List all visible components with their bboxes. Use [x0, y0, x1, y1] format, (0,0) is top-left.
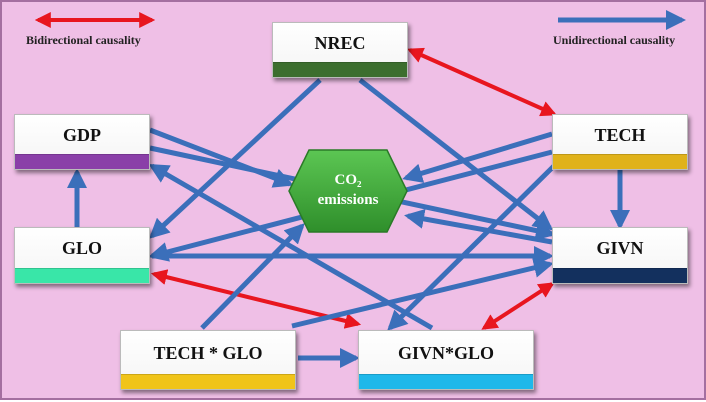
node-givn-glo: GIVN*GLO — [358, 330, 534, 390]
co2-emissions-node: CO₂ emissions — [287, 148, 409, 234]
node-nrec-label: NREC — [314, 32, 366, 53]
arrow-nrec-to-tech — [407, 47, 557, 117]
node-nrec-accent-bar — [273, 62, 407, 77]
node-givn-glo-label: GIVN*GLO — [397, 342, 494, 363]
arrow-glo-to-givnglo — [150, 269, 362, 329]
arrow-givnglo-to-gdp — [148, 163, 434, 331]
node-tech-label: TECH — [594, 124, 646, 145]
node-gdp-label: GDP — [63, 124, 101, 145]
node-tech-glo-label: TECH * GLO — [153, 342, 263, 363]
arrow-givnglo-to-givn — [481, 282, 555, 330]
legend-bidirectional-label: Bidirectional causality — [26, 33, 141, 47]
node-givn-glo-accent-bar — [359, 374, 533, 389]
node-tech: TECH — [552, 114, 688, 170]
node-tech-glo-accent-bar — [121, 374, 295, 389]
arrow-tech-to-co2 — [402, 131, 553, 183]
node-gdp: GDP — [14, 114, 150, 170]
arrow-nrec-to-glo — [149, 78, 322, 239]
node-glo-accent-bar — [15, 268, 149, 283]
co2-label: CO₂ — [334, 172, 362, 188]
node-glo-label: GLO — [61, 238, 102, 258]
node-tech-glo: TECH * GLO — [120, 330, 296, 390]
arrow-techglo-to-givn — [291, 258, 554, 329]
arrow-givn-to-co2 — [404, 209, 553, 245]
legend-unidirectional-label: Unidirectional causality — [553, 33, 676, 47]
node-gdp-accent-bar — [15, 154, 149, 169]
node-glo: GLO — [14, 227, 150, 284]
arrow-tech-to-givnglo — [387, 156, 564, 331]
node-tech-accent-bar — [553, 154, 687, 169]
node-givn-accent-bar — [553, 268, 687, 283]
hexagon-shape — [288, 149, 408, 233]
node-givn: GIVN — [552, 227, 688, 284]
node-nrec: NREC — [272, 22, 408, 78]
emissions-label: emissions — [317, 192, 379, 208]
node-givn-label: GIVN — [596, 238, 644, 258]
